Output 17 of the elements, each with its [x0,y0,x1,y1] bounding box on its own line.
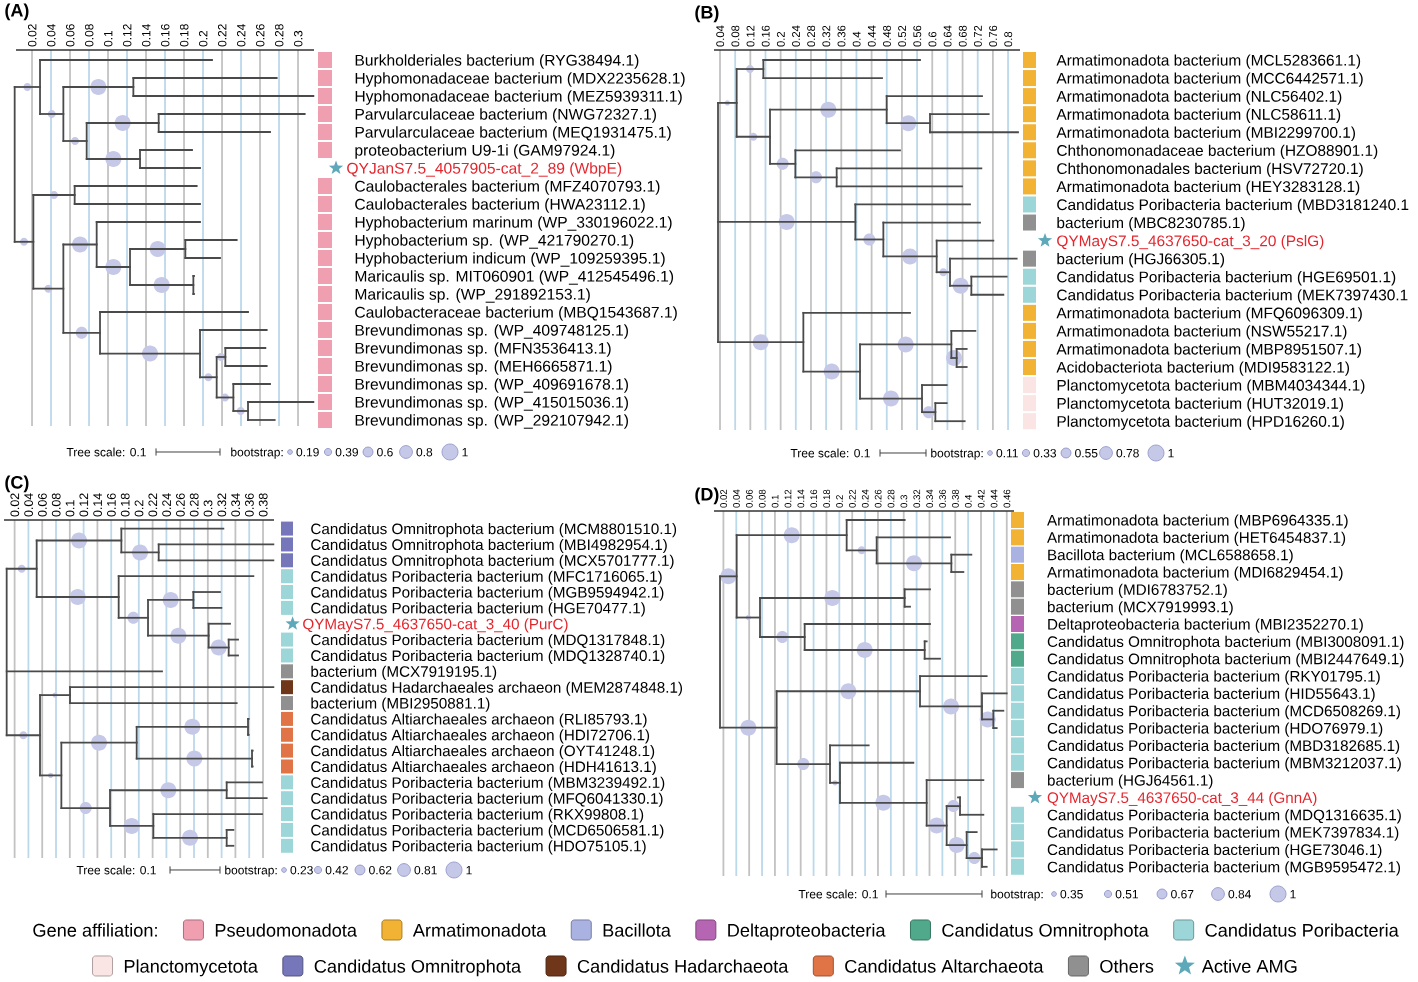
legend-title: Gene affiliation: [33,923,157,937]
legend-label: Candidatus Altarchaeota [845,959,1044,973]
panel-label: (B) [695,5,719,23]
legend-label: Deltaproteobacteria [728,923,886,941]
panel-label: (D) [695,487,719,505]
legend-label: Candidatus Hadarchaeota [577,959,789,973]
legend-label: Active AMG [1201,959,1297,973]
legend-label: Bacillota [603,923,671,937]
legend-label: Candidatus Poribacteria [1205,923,1399,937]
legend-label: Candidatus Omnitrophota [314,959,522,977]
panel-label: (A) [5,3,29,21]
legend-label: Planctomycetota [124,959,258,977]
legend-label: Others [1100,959,1154,973]
legend-label: Pseudomonadota [215,923,357,937]
panel-label: (C) [5,475,29,493]
legend-label: Armatimonadota [412,923,547,937]
legend-label: Candidatus Omnitrophota [942,923,1149,941]
